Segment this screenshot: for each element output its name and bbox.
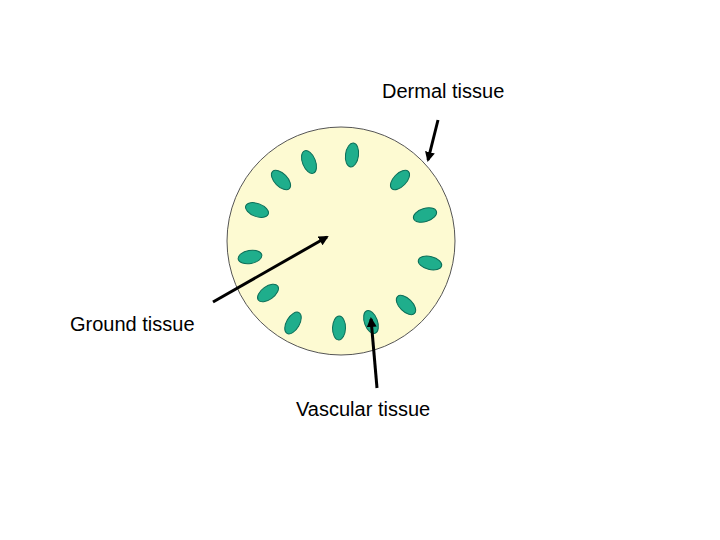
vascular-bundle bbox=[298, 148, 319, 175]
leader-arrow bbox=[213, 237, 327, 302]
part-label: Ground tissue bbox=[70, 313, 195, 336]
vascular-bundle bbox=[412, 205, 439, 225]
part-label: Dermal tissue bbox=[382, 80, 504, 103]
vascular-bundle bbox=[417, 254, 443, 272]
vascular-bundle bbox=[387, 167, 413, 193]
leader-lines bbox=[213, 120, 438, 388]
vascular-bundle bbox=[332, 316, 346, 340]
vascular-bundle bbox=[237, 249, 263, 266]
vascular-bundle bbox=[268, 167, 294, 193]
leader-arrow bbox=[428, 120, 438, 160]
vascular-bundle bbox=[393, 292, 419, 318]
stem-section bbox=[227, 127, 455, 355]
vascular-bundle bbox=[344, 142, 360, 167]
part-label: Vascular tissue bbox=[296, 398, 430, 421]
leader-arrow bbox=[371, 319, 377, 388]
vascular-bundle bbox=[281, 309, 304, 336]
vascular-bundle bbox=[254, 281, 281, 306]
vascular-bundles bbox=[237, 142, 443, 340]
vascular-bundle bbox=[243, 200, 270, 221]
